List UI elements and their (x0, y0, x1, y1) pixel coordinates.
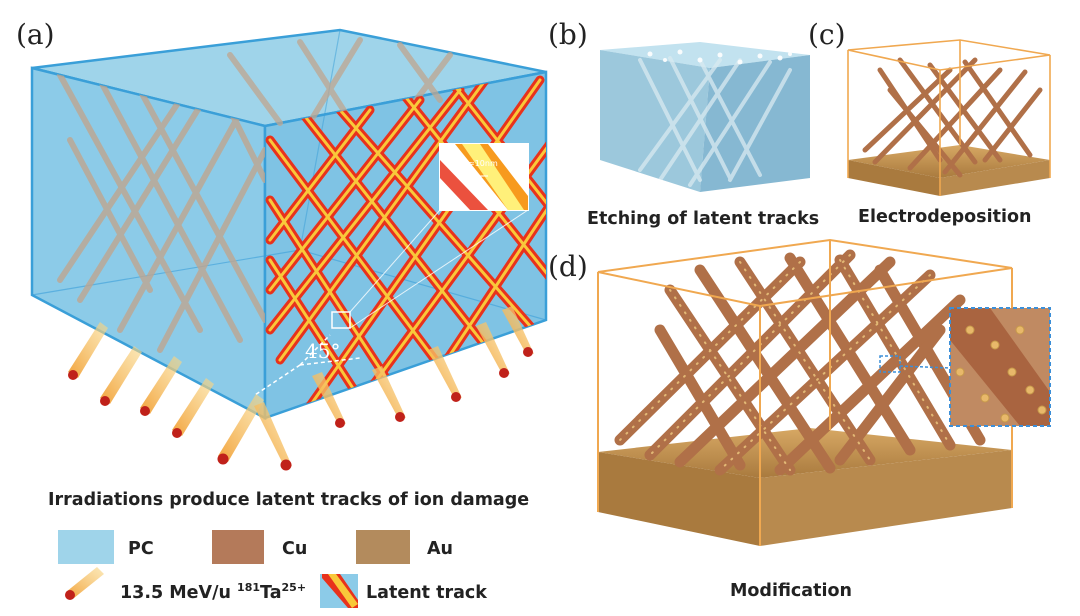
ion-beam (312, 372, 346, 428)
legend-swatch-au (356, 530, 410, 564)
legend-item-ion: 13.5 MeV/u 181Ta25+ (65, 567, 306, 603)
ion-beam (217, 394, 264, 465)
legend-swatch-pc (58, 530, 114, 564)
track-inset: ≈10nm (439, 143, 529, 211)
etched-cube-top (600, 42, 810, 68)
zoom-source-box (331, 311, 351, 329)
ion-beam (428, 346, 462, 402)
panel-b: (b) Etching of latent tracks (548, 18, 819, 229)
zoom-source-box-d (879, 355, 901, 373)
pc-block-left (30, 66, 267, 421)
etched-cube-front (700, 55, 810, 192)
legend: PC Cu Au 13.5 MeV/u 181Ta25+ Latent trac… (58, 530, 487, 608)
legend-label-ion: 13.5 MeV/u 181Ta25+ (120, 581, 306, 603)
inset-scale-label: ≈10nm (468, 159, 498, 168)
ghost-tracks (57, 72, 265, 353)
panel-c-label: (c) (808, 18, 846, 51)
cu-nanowires (862, 57, 1043, 178)
panel-a-caption: Irradiations produce latent tracks of io… (48, 490, 529, 510)
angle-marker (254, 334, 361, 396)
panel-a-label: (a) (16, 18, 55, 51)
angle-label: 45° (305, 339, 340, 363)
legend-item-track: Latent track (320, 574, 487, 608)
ion-beams (68, 306, 534, 471)
legend-label-track: Latent track (366, 583, 487, 603)
legend-label-pc: PC (128, 539, 154, 559)
panel-c: (c) Electrodeposition (808, 18, 1051, 227)
panel-d-label: (d) (548, 250, 588, 283)
legend-item-au: Au (356, 530, 453, 564)
legend-ion-icon (66, 567, 104, 598)
pore-openings (647, 49, 792, 65)
panel-c-caption: Electrodeposition (858, 207, 1031, 227)
panel-d-caption: Modification (730, 581, 852, 601)
frame-d (597, 238, 1013, 546)
ion-beam (254, 402, 292, 471)
legend-label-cu: Cu (282, 539, 307, 559)
panel-d: (d) Modification (548, 238, 1051, 601)
panel-b-label: (b) (548, 18, 588, 51)
legend-item-pc: PC (58, 530, 154, 564)
panel-b-caption: Etching of latent tracks (587, 209, 819, 229)
nanoparticle-inset (949, 307, 1051, 427)
ion-beam (172, 378, 214, 438)
etched-pores (638, 56, 792, 187)
frame-c (847, 39, 1051, 196)
legend-swatch-cu (212, 530, 264, 564)
ion-beam (68, 322, 108, 380)
ion-beam (476, 322, 510, 378)
panel-a: 45° ≈10nm (a) Irradi (16, 18, 548, 510)
ion-beam (372, 366, 406, 422)
ion-beam (100, 346, 142, 406)
ion-beam (502, 306, 534, 357)
legend-label-au: Au (427, 539, 453, 559)
ion-beam (140, 356, 182, 416)
legend-item-cu: Cu (212, 530, 307, 564)
